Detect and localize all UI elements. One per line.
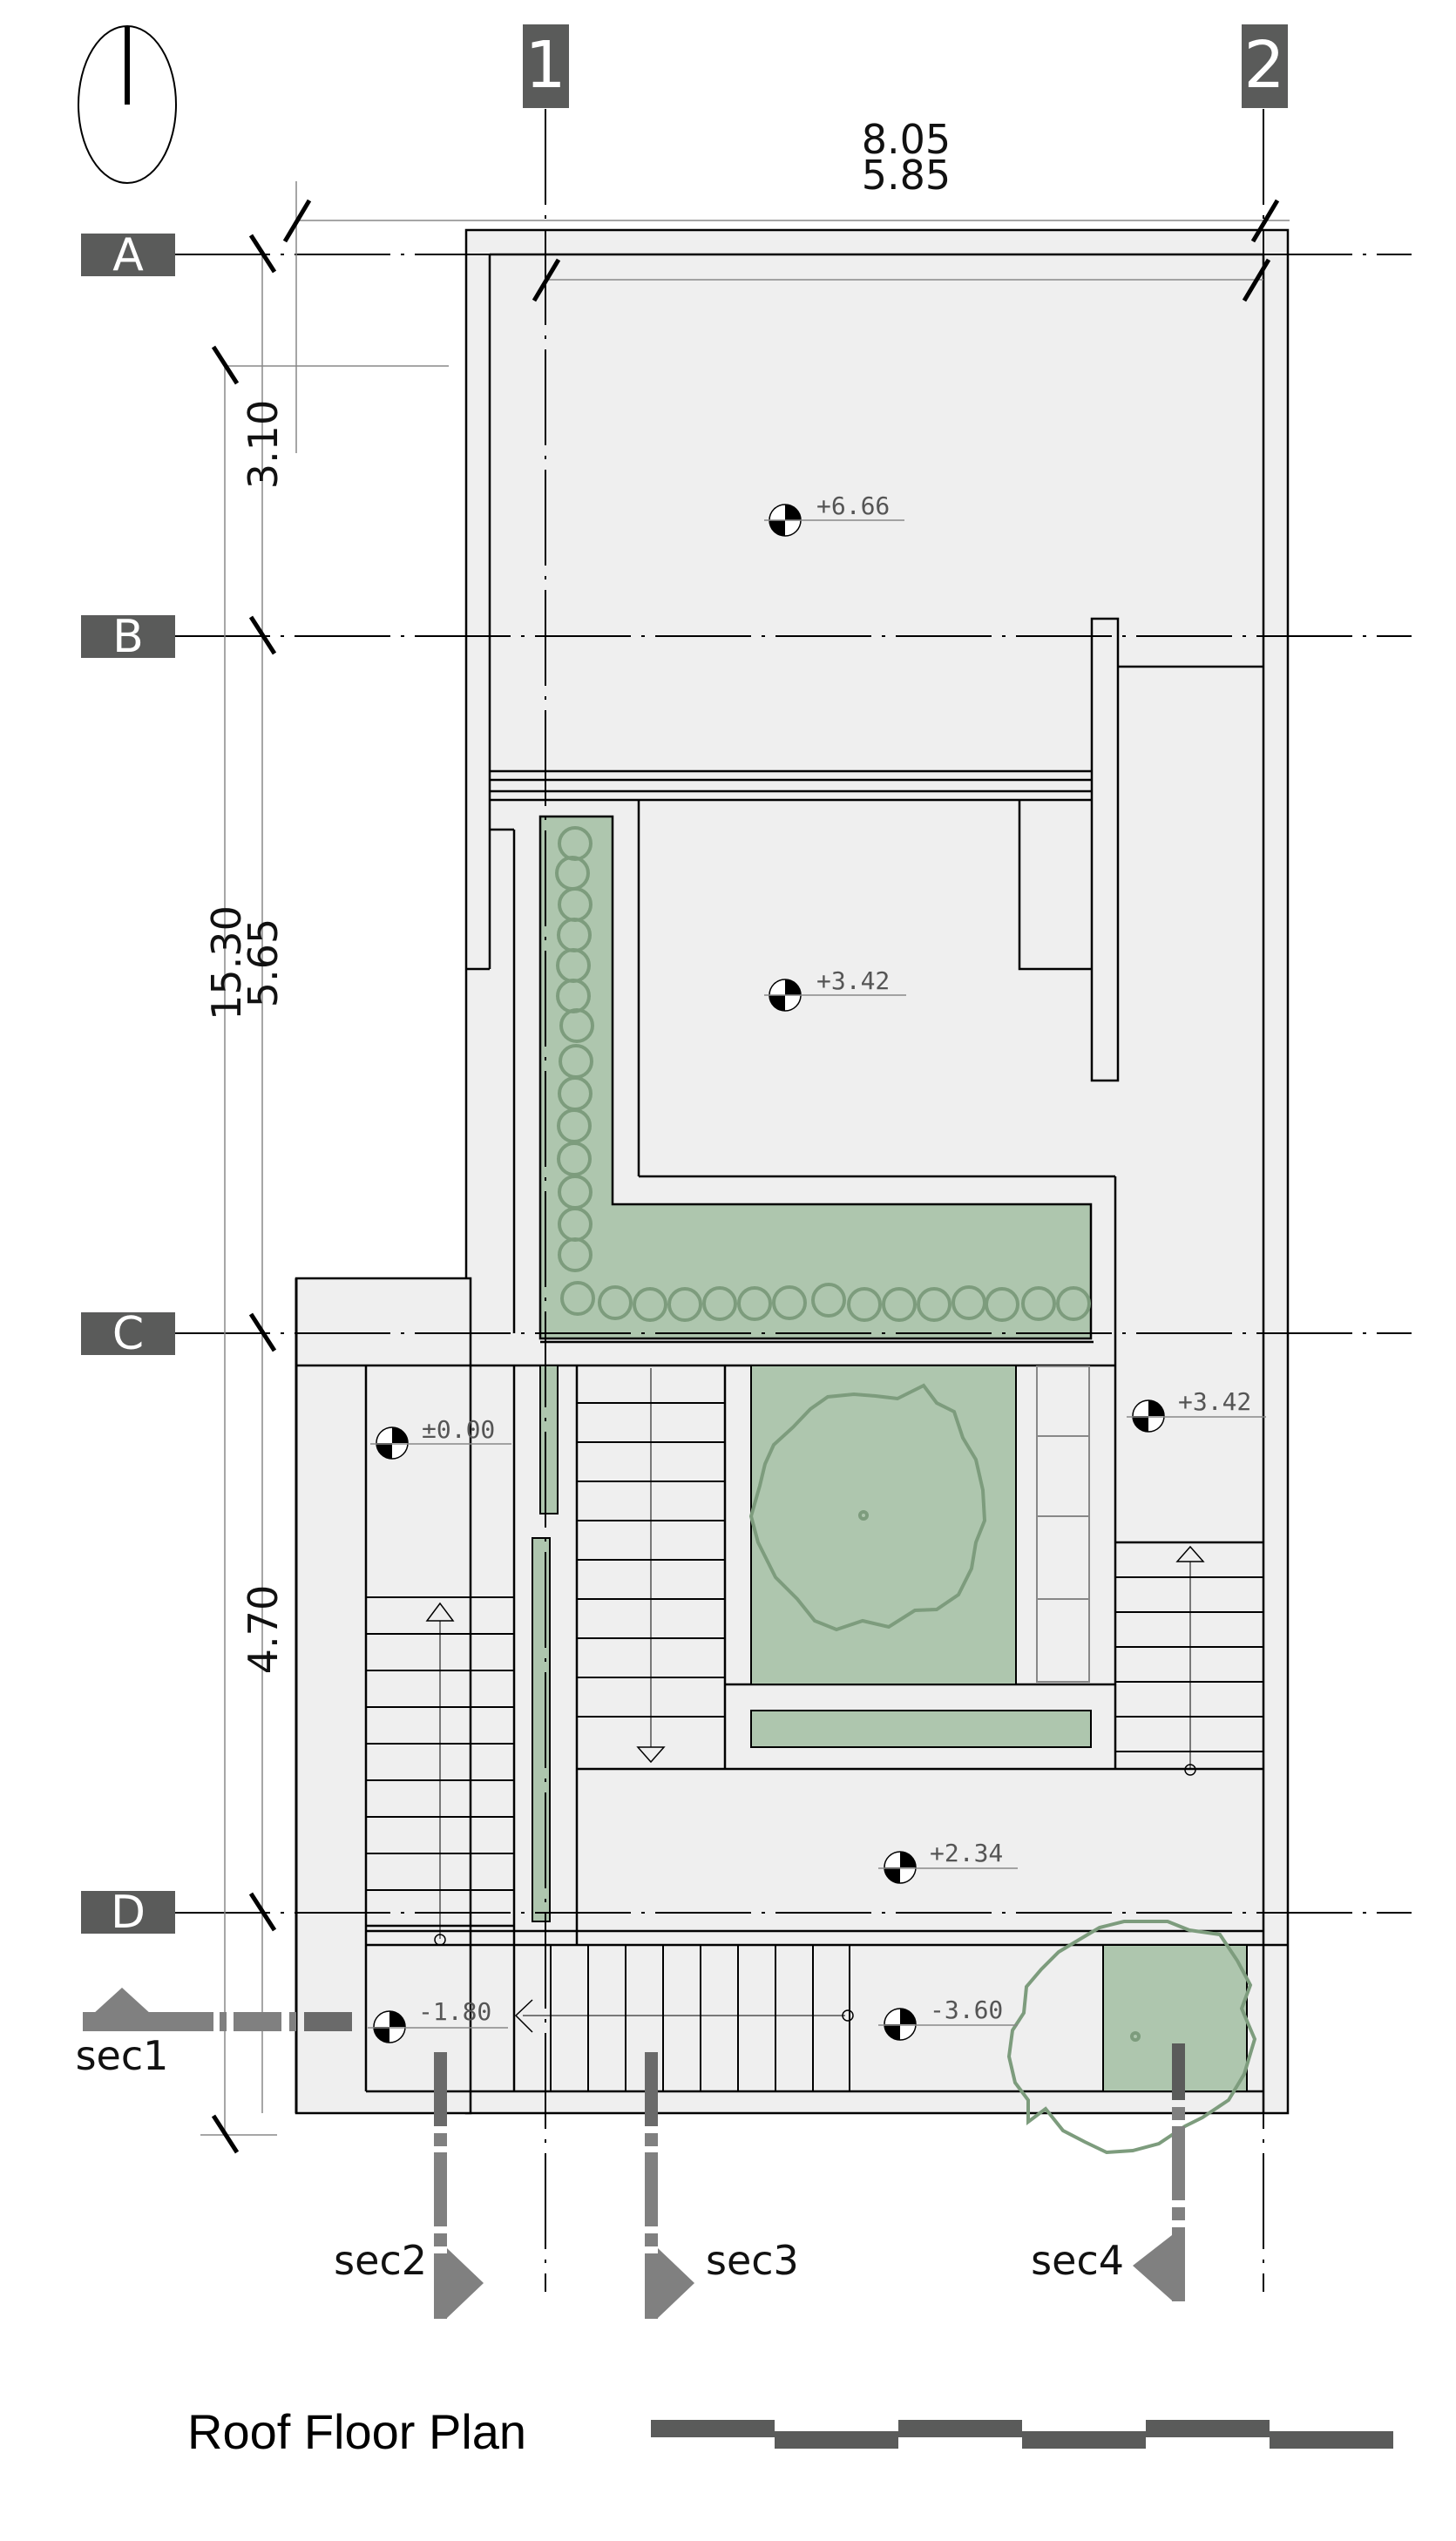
svg-text:C: C <box>112 1308 144 1360</box>
dimension-lines <box>200 181 1290 2136</box>
section-marker-sec2: sec2 <box>334 2052 484 2319</box>
grid-bubble-C: C <box>81 1308 175 1360</box>
drawing-title: Roof Floor Plan <box>187 2404 526 2459</box>
grid-bubble-B: B <box>81 611 175 663</box>
elevation-marker: +3.42 <box>764 966 906 1012</box>
svg-text:+3.42: +3.42 <box>1178 1387 1251 1416</box>
svg-text:sec3: sec3 <box>706 2237 799 2284</box>
svg-text:sec4: sec4 <box>1031 2237 1124 2284</box>
scale-bar <box>651 2420 1393 2449</box>
building-footprint <box>295 228 1290 2115</box>
elevation-marker: ±0.00 <box>370 1415 511 1460</box>
dim-3-10: 3.10 <box>240 400 287 489</box>
svg-text:A: A <box>112 229 144 281</box>
tree-icon <box>1006 1920 1257 2155</box>
section-marker-sec1: sec1 <box>76 1988 352 2079</box>
dim-4-70: 4.70 <box>240 1585 287 1674</box>
section-marker-sec3: sec3 <box>645 2052 799 2319</box>
svg-text:+3.42: +3.42 <box>816 966 890 995</box>
elevation-marker: +3.42 <box>1127 1387 1266 1433</box>
elevation-marker: +2.34 <box>878 1839 1018 1884</box>
dim-5-85: 5.85 <box>862 152 951 199</box>
shrub-icons <box>555 826 1091 1322</box>
north-arrow-icon <box>78 25 177 184</box>
dim-8-05: 8.05 <box>862 116 951 163</box>
svg-text:-1.80: -1.80 <box>418 1997 491 2026</box>
section-marker-sec4: sec4 <box>1031 2043 1185 2301</box>
elevation-marker: -1.80 <box>368 1997 508 2043</box>
elevation-marker: +6.66 <box>764 491 904 537</box>
stair-bottom <box>513 1945 854 2091</box>
svg-text:-3.60: -3.60 <box>930 1996 1003 2024</box>
elevation-marker: -3.60 <box>878 1996 1018 2041</box>
svg-text:sec2: sec2 <box>334 2237 427 2284</box>
svg-text:±0.00: ±0.00 <box>422 1415 495 1444</box>
grid-bubble-A: A <box>81 229 175 281</box>
svg-text:+6.66: +6.66 <box>816 491 890 520</box>
svg-text:2: 2 <box>1243 28 1284 103</box>
grid-bubble-D: D <box>81 1887 175 1939</box>
svg-text:+2.34: +2.34 <box>930 1839 1003 1867</box>
grid-lines <box>174 109 1412 2292</box>
dimension-ticks <box>211 199 1280 2154</box>
svg-text:B: B <box>112 611 144 663</box>
tree-icon <box>748 1383 987 1632</box>
grid-bubble-2: 2 <box>1242 24 1288 108</box>
dim-15-30: 15.30 <box>203 905 250 1020</box>
svg-text:sec1: sec1 <box>76 2032 169 2079</box>
stair-right <box>1115 1542 1263 1776</box>
grid-bubble-1: 1 <box>523 24 569 108</box>
stair-center <box>577 1368 725 1764</box>
svg-text:D: D <box>111 1887 146 1939</box>
svg-text:1: 1 <box>525 28 565 103</box>
dim-5-65: 5.65 <box>240 918 287 1007</box>
stair-left <box>366 1596 514 1946</box>
bench <box>1036 1365 1090 1683</box>
